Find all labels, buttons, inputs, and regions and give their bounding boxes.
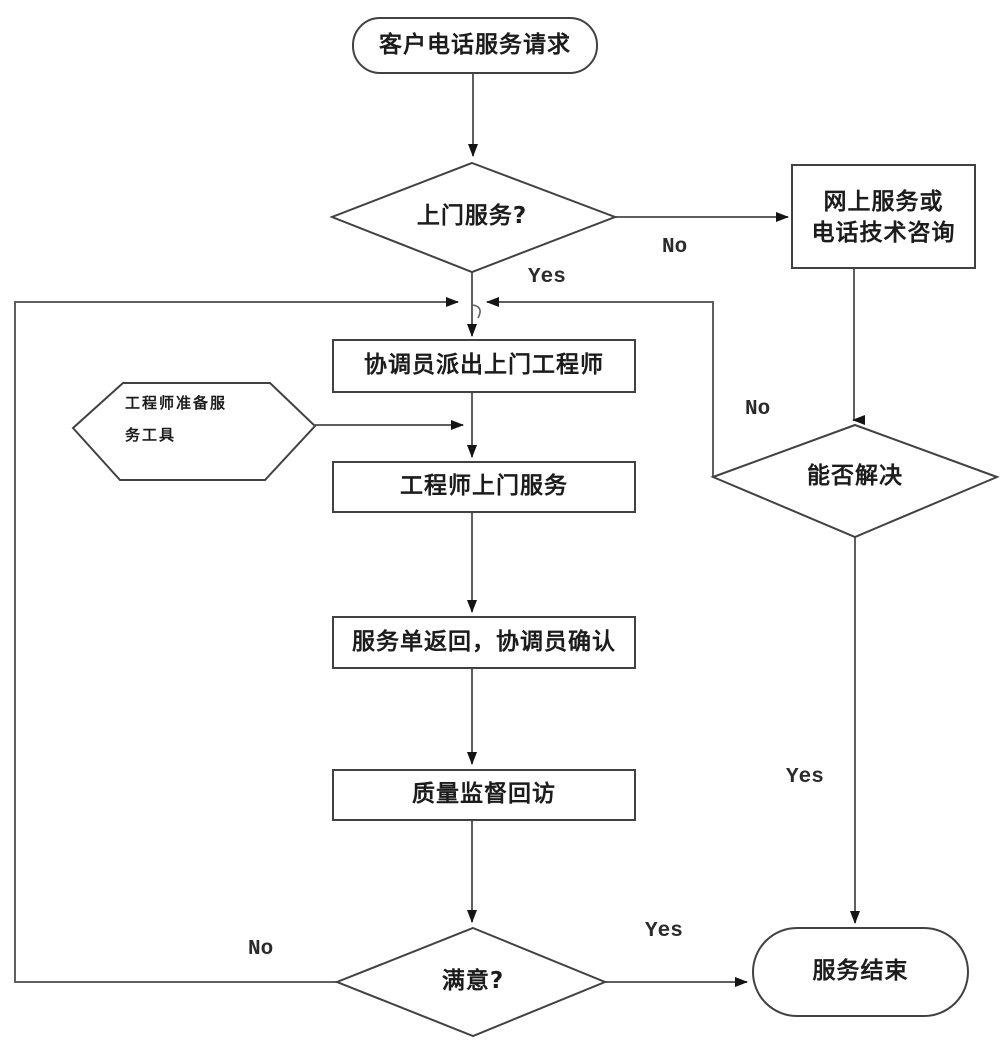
dispatch-box-shape [332,339,636,393]
online-service-line1: 网上服务或 [823,188,944,215]
quality-node-label: 质量监督回访 [412,781,556,808]
edge-online-to-resolve [852,268,865,425]
edge-satisfied-no-loop [14,297,459,983]
satisfied-decision-label: 满意? [441,968,505,995]
edge-resolve-no-loop [486,297,714,477]
start-terminator-shape [352,17,598,74]
edge-label-resolve-yes: Yes [786,766,824,789]
confirm-box-shape [332,616,636,669]
prepare-node-label: 工程师准备服 务工具 [125,388,300,460]
satisfied-decision-shape [334,926,608,1038]
onsite-decision-shape [329,161,618,274]
edge-label-satisfied-yes: Yes [645,920,683,943]
online-service-label: 网上服务或 电话技术咨询 [792,170,975,266]
edge-label-onsite-no: No [662,236,688,259]
edge-label-onsite-yes: Yes [528,266,566,289]
confirm-node-label: 服务单返回，协调员确认 [352,628,616,655]
online-service-box-shape [791,164,976,269]
online-service-line2: 电话技术咨询 [811,220,956,246]
resolve-decision-shape [710,423,1000,539]
start-node-label: 客户电话服务请求 [379,31,571,58]
onsite-service-node-label: 工程师上门服务 [400,473,568,500]
end-node-label: 服务结束 [812,958,909,985]
end-terminator-shape [752,927,969,1017]
dispatch-node-label: 协调员派出上门工程师 [364,352,604,379]
prepare-hexagon-shape [71,382,317,481]
edge-label-resolve-no: No [745,398,771,421]
onsite-service-box-shape [332,461,636,513]
resolve-decision-label: 能否解决 [807,463,903,490]
prepare-line1: 工程师准备服 [125,394,228,412]
edge-label-satisfied-no: No [248,938,274,961]
prepare-line2: 务工具 [125,425,177,444]
onsite-decision-label: 上门服务? [416,203,528,230]
edge-junction-hop [472,304,481,319]
quality-box-shape [332,769,636,821]
